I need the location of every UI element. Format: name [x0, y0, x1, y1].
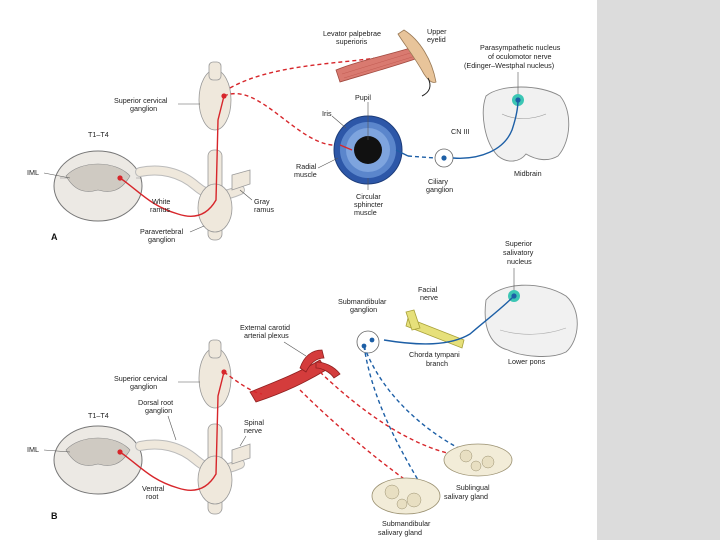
- label-facial-2: nerve: [420, 293, 438, 302]
- pupil: [354, 136, 382, 164]
- label-pupil: Pupil: [355, 93, 371, 102]
- label-levator-2: superioris: [336, 37, 368, 46]
- label-t1t4-b: T1–T4: [88, 411, 109, 420]
- label-chorda-2: branch: [426, 359, 448, 368]
- label-radial-1: Radial: [296, 162, 317, 171]
- label-sup-cervical-a-1: Superior cervical: [114, 96, 168, 105]
- sympathetic-to-sublingual: [319, 371, 463, 457]
- lower-pons: [484, 284, 578, 357]
- label-submandibular-gland-1: Submandibular: [382, 519, 431, 528]
- label-upper-eyelid-2: eyelid: [427, 35, 446, 44]
- label-submandibular-gland-2: salivary gland: [378, 528, 422, 537]
- label-paravertebral-2: ganglion: [148, 235, 175, 244]
- label-dorsal-root-2: ganglion: [145, 406, 172, 415]
- slide: Levator palpebrae superioris Upper eyeli…: [0, 0, 597, 540]
- label-levator-1: Levator palpebrae: [323, 29, 381, 38]
- label-iml-a: IML: [27, 168, 39, 177]
- label-submandibular-ganglion-2: ganglion: [350, 305, 377, 314]
- label-lower-pons: Lower pons: [508, 357, 546, 366]
- label-radial-2: muscle: [294, 170, 317, 179]
- label-ext-carotid-2: arterial plexus: [244, 331, 289, 340]
- background-margin: [597, 0, 720, 540]
- label-ventral-root-2: root: [146, 492, 158, 501]
- label-paravertebral-1: Paravertebral: [140, 227, 184, 236]
- label-spinal-nerve-2: nerve: [244, 426, 262, 435]
- panel-a-tag: A: [51, 232, 58, 242]
- label-sup-cervical-b-1: Superior cervical: [114, 374, 168, 383]
- label-midbrain: Midbrain: [514, 169, 542, 178]
- label-sublingual-1: Sublingual: [456, 483, 490, 492]
- label-ciliary-1: Ciliary: [428, 177, 448, 186]
- label-sup-salivatory-3: nucleus: [507, 257, 532, 266]
- label-iris: Iris: [322, 109, 332, 118]
- label-parasym-3: (Edinger–Westphal nucleus): [464, 61, 554, 70]
- paravertebral-ganglion-a: [197, 183, 233, 233]
- label-upper-eyelid-1: Upper: [427, 27, 447, 36]
- label-white-ramus-1: White: [152, 197, 170, 206]
- upper-eyelid: [397, 29, 437, 83]
- label-facial-1: Facial: [418, 285, 438, 294]
- label-parasym-1: Parasympathetic nucleus: [480, 43, 561, 52]
- label-gray-ramus-2: ramus: [254, 205, 274, 214]
- label-chorda-1: Chorda tympani: [409, 350, 460, 359]
- label-cn3: CN III: [451, 127, 469, 136]
- panel-b-tag: B: [51, 511, 58, 521]
- label-circular-3: muscle: [354, 208, 377, 217]
- label-ciliary-2: ganglion: [426, 185, 453, 194]
- label-ext-carotid-1: External carotid: [240, 323, 290, 332]
- label-parasym-2: of oculomotor nerve: [488, 52, 552, 61]
- autonomic-diagram: Levator palpebrae superioris Upper eyeli…: [27, 27, 578, 537]
- parasym-to-submandibular: [363, 345, 425, 491]
- submandibular-salivary-gland: [371, 477, 441, 515]
- paravertebral-ganglion-b: [197, 455, 233, 505]
- external-carotid-artery: [249, 349, 341, 403]
- label-t1t4-a: T1–T4: [88, 130, 109, 139]
- sublingual-salivary-gland: [443, 443, 513, 477]
- parasym-to-sublingual: [363, 345, 471, 455]
- label-spinal-nerve-1: Spinal: [244, 418, 264, 427]
- label-sup-cervical-a-2: ganglion: [130, 104, 157, 113]
- label-circular-1: Circular: [356, 192, 381, 201]
- label-white-ramus-2: ramus: [150, 205, 170, 214]
- label-circular-2: sphincter: [354, 200, 384, 209]
- eye-iris: [333, 115, 403, 185]
- spinal-cord-b: [53, 425, 143, 495]
- label-sup-salivatory-1: Superior: [505, 239, 533, 248]
- spinal-cord-a: [53, 150, 143, 222]
- submandibular-ganglion: [356, 330, 380, 354]
- postganglionic-sympathetic-a: [223, 93, 341, 146]
- label-gray-ramus-1: Gray: [254, 197, 270, 206]
- label-dorsal-root-1: Dorsal root: [138, 398, 173, 407]
- facial-nerve: [405, 309, 465, 349]
- label-ventral-root-1: Ventral: [142, 484, 165, 493]
- label-submandibular-ganglion-1: Submandibular: [338, 297, 387, 306]
- midbrain: [482, 86, 570, 162]
- label-iml-b: IML: [27, 445, 39, 454]
- label-sup-salivatory-2: salivatory: [503, 248, 534, 257]
- label-sublingual-2: salivary gland: [444, 492, 488, 501]
- label-sup-cervical-b-2: ganglion: [130, 382, 157, 391]
